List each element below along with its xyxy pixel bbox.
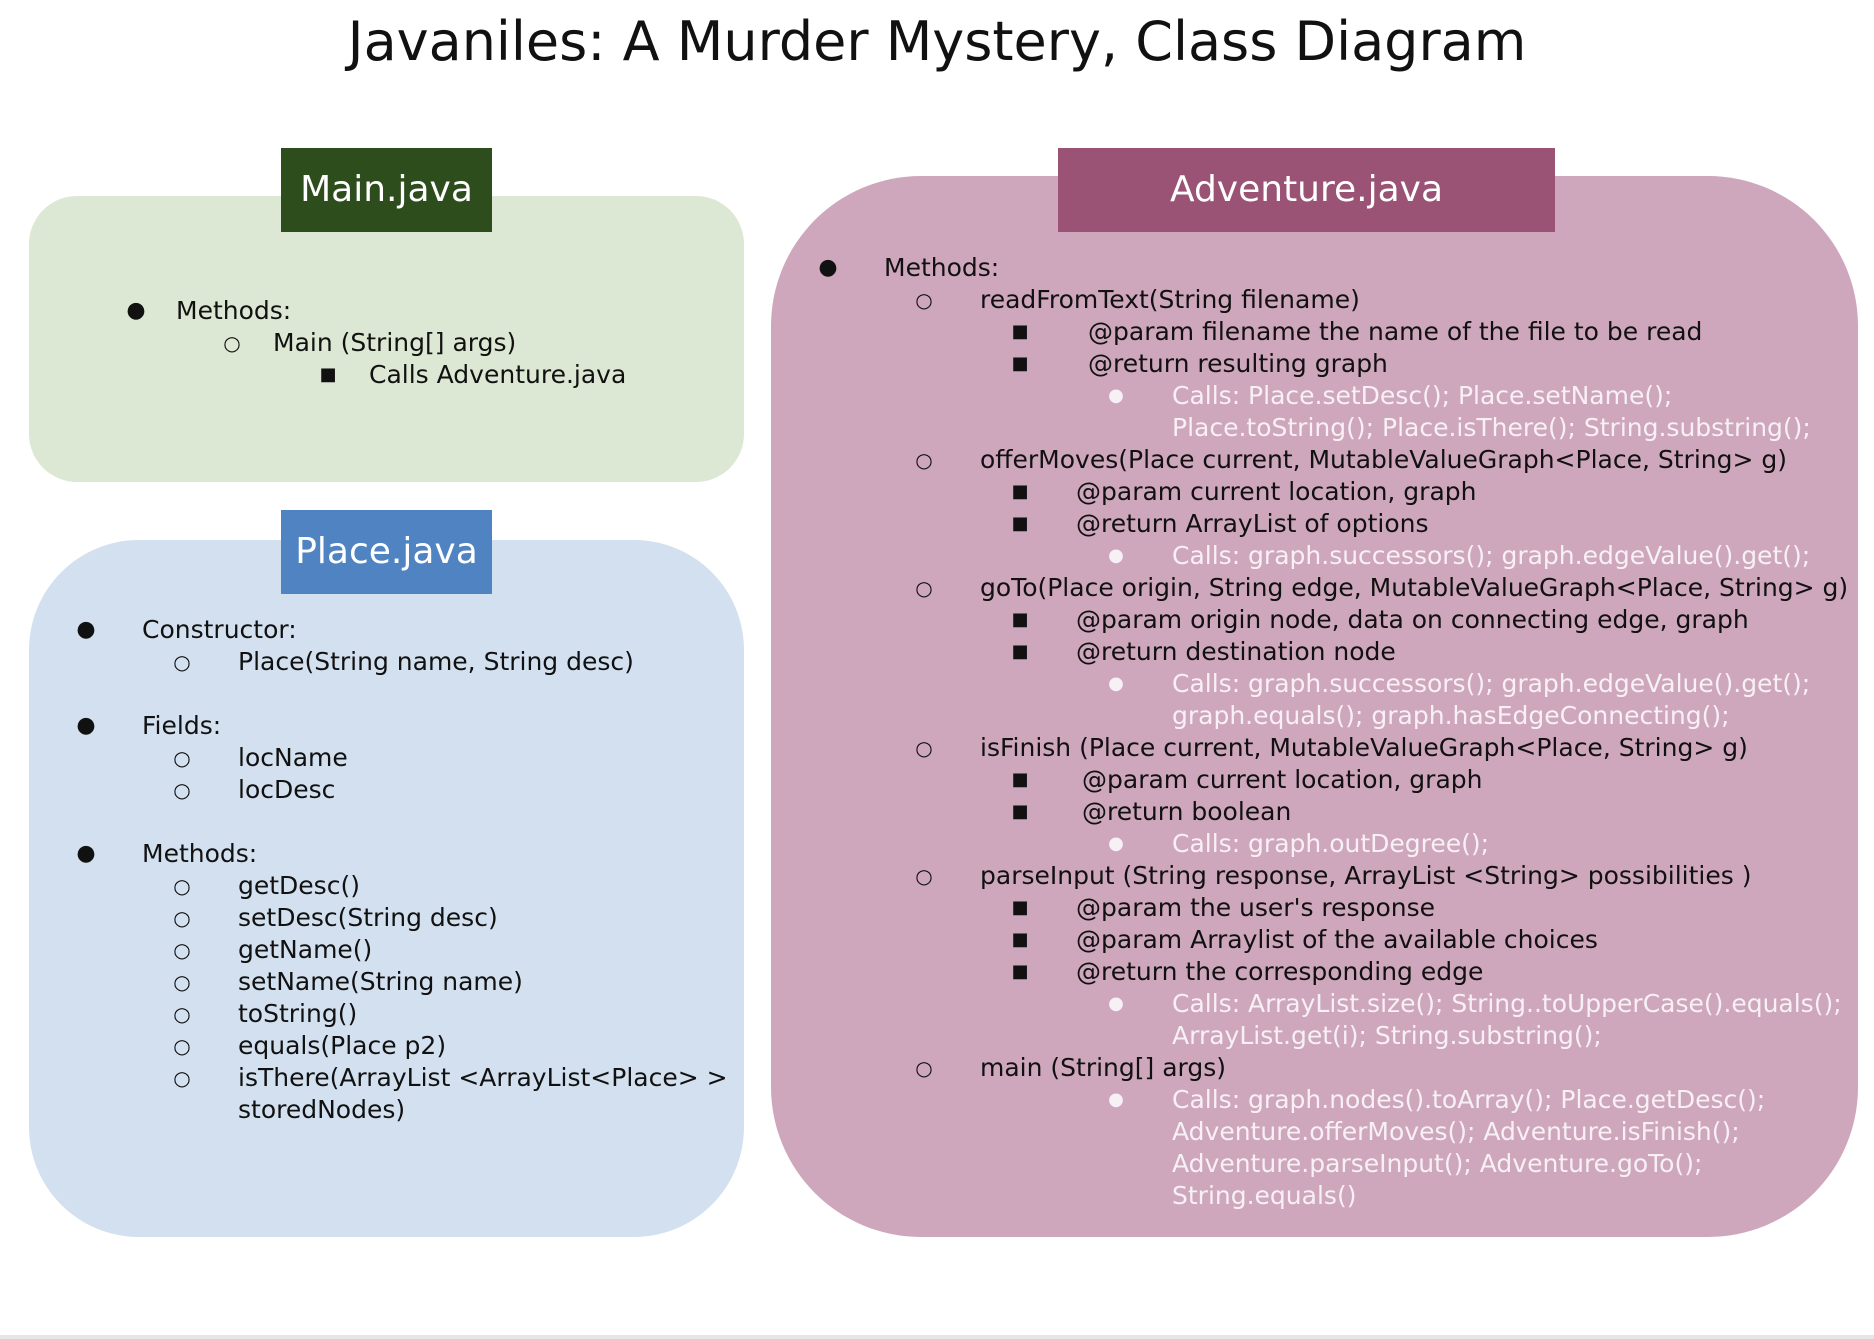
bullet-marker-level-3: ■ [1011, 769, 1029, 790]
bullet-marker-level-1: ● [126, 298, 146, 323]
member-item: @return the corresponding edge [1076, 957, 1484, 986]
bullet-marker-level-2: ○ [173, 906, 191, 930]
member-item: @param filename the name of the file to … [1088, 317, 1703, 346]
bullet-marker-level-2: ○ [173, 874, 191, 898]
member-item: Adventure.offerMoves(); Adventure.isFini… [1172, 1117, 1740, 1146]
main-class-header: Main.java [281, 148, 492, 232]
member-item: @return ArrayList of options [1076, 509, 1429, 538]
member-item: readFromText(String filename) [980, 285, 1360, 314]
bullet-marker-level-3: ■ [1011, 961, 1029, 982]
bullet-marker-level-4: ● [1108, 673, 1124, 694]
member-item: @param the user's response [1076, 893, 1435, 922]
bullet-marker-level-2: ○ [173, 1066, 191, 1090]
bullet-marker-level-2: ○ [915, 288, 933, 312]
bullet-marker-level-1: ● [818, 255, 838, 280]
bullet-marker-level-2: ○ [223, 331, 241, 355]
member-item: Fields: [142, 711, 222, 740]
member-item: Main (String[] args) [273, 328, 517, 357]
member-item: Constructor: [142, 615, 297, 644]
member-item: Calls: graph.successors(); graph.edgeVal… [1172, 541, 1811, 570]
member-item: Methods: [142, 839, 258, 868]
member-item: Calls: graph.outDegree(); [1172, 829, 1490, 858]
bullet-marker-level-2: ○ [915, 448, 933, 472]
member-item: locDesc [238, 775, 336, 804]
bullet-marker-level-2: ○ [173, 938, 191, 962]
bullet-marker-level-4: ● [1108, 833, 1124, 854]
member-item: toString() [238, 999, 358, 1028]
bullet-marker-level-2: ○ [173, 1034, 191, 1058]
bullet-marker-level-3: ■ [1011, 353, 1029, 374]
bullet-marker-level-3: ■ [1011, 321, 1029, 342]
member-item: setDesc(String desc) [238, 903, 498, 932]
bullet-marker-level-2: ○ [915, 736, 933, 760]
bullet-marker-level-3: ■ [1011, 897, 1029, 918]
member-item: @param current location, graph [1076, 477, 1477, 506]
member-item: Adventure.parseInput(); Adventure.goTo()… [1172, 1149, 1703, 1178]
bullet-marker-level-3: ■ [1011, 641, 1029, 662]
main-class-panel: ● Methods: ○ Main (String[] args) ■ Calls Adv… [29, 196, 744, 482]
member-item: ArrayList.get(i); String.substring(); [1172, 1021, 1602, 1050]
adventure-class-panel: ● Methods: ○ readFromText(String filename) ■… [771, 176, 1858, 1237]
member-item: @param origin node, data on connecting e… [1076, 605, 1749, 634]
member-item: Place.toString(); Place.isThere(); Strin… [1172, 413, 1811, 442]
member-item: @return boolean [1082, 797, 1292, 826]
bullet-marker-level-2: ○ [173, 970, 191, 994]
bullet-marker-level-3: ■ [1011, 481, 1029, 502]
bullet-marker-level-4: ● [1108, 1089, 1124, 1110]
member-item: @param current location, graph [1082, 765, 1483, 794]
bullet-marker-level-3: ■ [1011, 801, 1029, 822]
page-bottom-divider [0, 1335, 1874, 1339]
member-item: Methods: [884, 253, 1000, 282]
member-item: graph.equals(); graph.hasEdgeConnecting(… [1172, 701, 1730, 730]
member-item: isFinish (Place current, MutableValueGra… [980, 733, 1748, 762]
member-item: offerMoves(Place current, MutableValueGr… [980, 445, 1787, 474]
bullet-marker-level-2: ○ [915, 1056, 933, 1080]
bullet-marker-level-3: ■ [1011, 929, 1029, 950]
member-item: Calls: graph.successors(); graph.edgeVal… [1172, 669, 1811, 698]
bullet-marker-level-1: ● [76, 713, 96, 738]
member-item: isThere(ArrayList <ArrayList<Place> > [238, 1063, 728, 1092]
adventure-class-header: Adventure.java [1058, 148, 1555, 232]
member-item: equals(Place p2) [238, 1031, 447, 1060]
bullet-marker-level-3: ■ [1011, 609, 1029, 630]
member-item: @return destination node [1076, 637, 1396, 666]
member-item: Calls: ArrayList.size(); String..toUpper… [1172, 989, 1842, 1018]
page-title: Javaniles: A Murder Mystery, Class Diagr… [347, 10, 1527, 73]
bullet-marker-level-2: ○ [173, 1002, 191, 1026]
bullet-marker-level-1: ● [76, 841, 96, 866]
bullet-marker-level-2: ○ [173, 746, 191, 770]
bullet-marker-level-2: ○ [915, 576, 933, 600]
bullet-marker-level-1: ● [76, 617, 96, 642]
place-class-panel: ● Constructor: ○ Place(String name, String … [29, 540, 744, 1237]
bullet-marker-level-4: ● [1108, 545, 1124, 566]
bullet-marker-level-2: ○ [915, 864, 933, 888]
member-item: Calls: Place.setDesc(); Place.setName(); [1172, 381, 1673, 410]
member-item: Methods: [176, 296, 292, 325]
member-item: String.equals() [1172, 1181, 1357, 1210]
place-class-header: Place.java [281, 510, 492, 594]
member-item: getDesc() [238, 871, 360, 900]
bullet-marker-level-2: ○ [173, 650, 191, 674]
member-item: Calls: graph.nodes().toArray(); Place.ge… [1172, 1085, 1766, 1114]
member-item: @return resulting graph [1088, 349, 1388, 378]
member-item: setName(String name) [238, 967, 523, 996]
member-item: goTo(Place origin, String edge, MutableV… [980, 573, 1849, 602]
member-item: getName() [238, 935, 373, 964]
bullet-marker-level-3: ■ [1011, 513, 1029, 534]
member-item: storedNodes) [238, 1095, 406, 1124]
member-item: main (String[] args) [980, 1053, 1227, 1082]
member-item: @param Arraylist of the available choice… [1076, 925, 1598, 954]
member-item: parseInput (String response, ArrayList <… [980, 861, 1752, 890]
member-item: Calls Adventure.java [369, 360, 627, 389]
bullet-marker-level-3: ■ [319, 364, 337, 385]
member-item: Place(String name, String desc) [238, 647, 634, 676]
bullet-marker-level-4: ● [1108, 385, 1124, 406]
member-item: locName [238, 743, 348, 772]
bullet-marker-level-2: ○ [173, 778, 191, 802]
bullet-marker-level-4: ● [1108, 993, 1124, 1014]
